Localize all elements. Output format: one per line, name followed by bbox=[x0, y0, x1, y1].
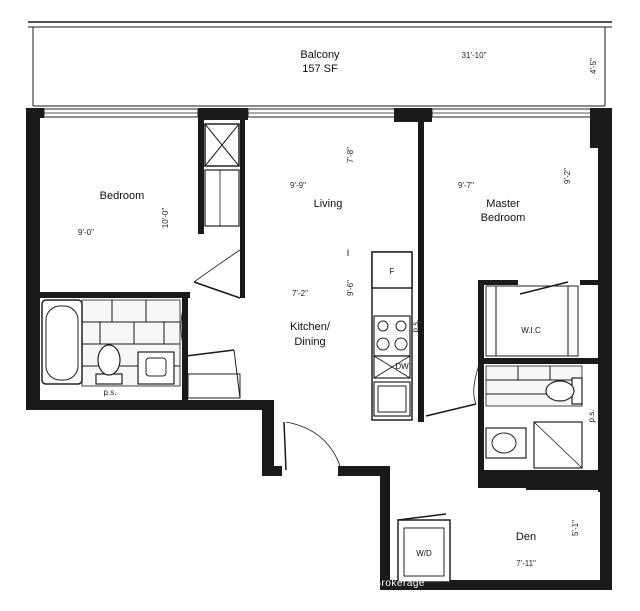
kitchen-sink bbox=[373, 381, 411, 417]
den: Den 7'-11" 5'-1" bbox=[516, 520, 580, 568]
living-dim-marker: I bbox=[347, 248, 350, 258]
ensuite-bathroom: p.s. bbox=[485, 365, 596, 469]
bathroom-1: p.s. bbox=[41, 297, 241, 399]
toilet bbox=[95, 344, 123, 385]
balcony-width-dim: 31'-10" bbox=[462, 51, 487, 60]
living-depth-dim: 7'-8" bbox=[346, 147, 355, 163]
den-width-dim: 7'-11" bbox=[516, 559, 536, 568]
master-depth-dim: 9'-2" bbox=[563, 168, 572, 184]
kitchen-depth-dim: 9'-6" bbox=[346, 280, 355, 296]
ensuite-ps-label: p.s. bbox=[587, 410, 596, 423]
ensuite-sink bbox=[485, 427, 527, 459]
master-label: Master bbox=[486, 198, 520, 210]
window-strip bbox=[43, 108, 593, 118]
balcony-label: Balcony bbox=[300, 49, 340, 61]
den-label: Den bbox=[516, 531, 536, 543]
kitchen-width-dim: 7'-2" bbox=[292, 289, 308, 298]
master-width-dim: 9'-7" bbox=[458, 181, 474, 190]
den-depth-dim: 5'-1" bbox=[571, 520, 580, 536]
balcony: Balcony 157 SF 31'-10" 4'-5" bbox=[28, 21, 612, 107]
kitchen-label: Kitchen/ bbox=[290, 321, 331, 333]
wd-label: W/D bbox=[416, 549, 432, 558]
bedroom-label: Bedroom bbox=[100, 190, 145, 202]
vanity-sink bbox=[137, 351, 175, 385]
exterior-walls bbox=[26, 108, 612, 590]
washer-dryer: W/D bbox=[397, 513, 451, 583]
living: Living 9'-9" 7'-8" I bbox=[290, 147, 355, 258]
bedroom: Bedroom 9'-0" 10'-0" bbox=[78, 190, 241, 299]
cooktop bbox=[373, 315, 411, 357]
dishwasher-label: DW bbox=[395, 362, 409, 371]
balcony-area: 157 SF bbox=[302, 63, 338, 75]
ensuite-shower bbox=[533, 421, 583, 469]
balcony-depth-dim: 4'-5" bbox=[589, 58, 598, 74]
interior-walls bbox=[40, 118, 602, 490]
fridge bbox=[371, 251, 413, 289]
master-bedroom: Master Bedroom 9'-7" 9'-2" bbox=[425, 168, 572, 417]
bedroom-depth-dim: 10'-0" bbox=[161, 208, 170, 229]
kitchen-ps-label: p.s. bbox=[411, 320, 420, 333]
kitchen-dining: Kitchen/ Dining 7'-2" 9'-6" F DW p.s. bbox=[283, 251, 420, 473]
living-width-dim: 9'-9" bbox=[290, 181, 306, 190]
walk-in-closet: W.I.C bbox=[485, 281, 579, 357]
bath-ps-label: p.s. bbox=[104, 388, 117, 397]
dining-label: Dining bbox=[294, 336, 325, 348]
entry-door bbox=[283, 421, 343, 473]
bedroom-width-dim: 9'-0" bbox=[78, 228, 94, 237]
master-label-2: Bedroom bbox=[481, 212, 526, 224]
watermark: HARLOWE REALTY CORPORATION, Brokerage bbox=[187, 578, 425, 589]
fridge-label: F bbox=[390, 267, 395, 276]
ensuite-toilet bbox=[545, 377, 583, 405]
wic-label: W.I.C bbox=[521, 326, 541, 335]
living-label: Living bbox=[314, 198, 343, 210]
